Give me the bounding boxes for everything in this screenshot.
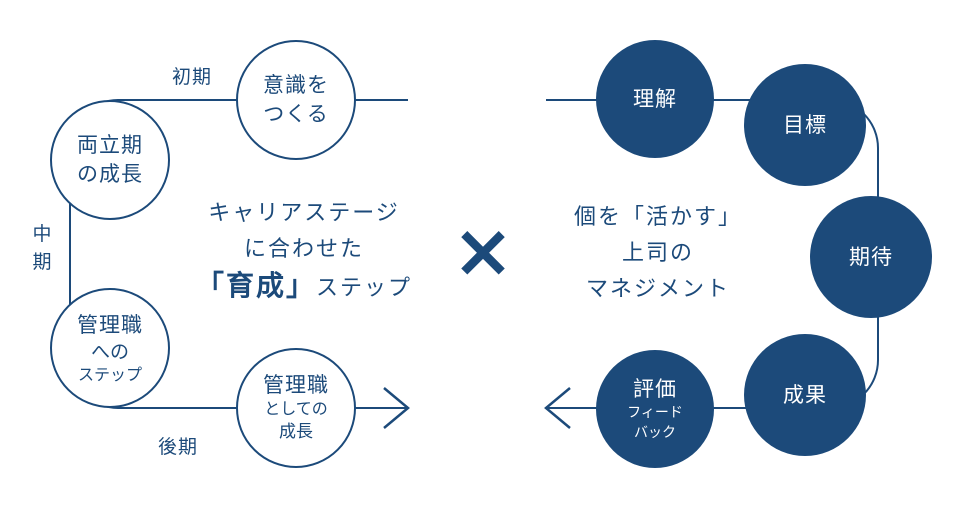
right-arrowhead bbox=[383, 387, 410, 429]
left-arrowhead bbox=[544, 387, 571, 429]
circle-toward-line: 管理職 bbox=[77, 312, 143, 337]
circle-balance-line: の成長 bbox=[77, 162, 143, 186]
circle-goal: 目標 bbox=[744, 64, 866, 186]
circle-expectation: 期待 bbox=[810, 196, 932, 318]
circle-goal-label: 目標 bbox=[783, 113, 827, 137]
growth-step-line: に合わせた bbox=[243, 237, 364, 262]
circle-evaluation-label: 評価 bbox=[633, 377, 677, 401]
circle-result: 成果 bbox=[744, 334, 866, 456]
circle-growth-line: 成長 bbox=[279, 422, 313, 442]
circle-toward-he: へ bbox=[90, 340, 110, 363]
label-mid-char: 期 bbox=[32, 251, 52, 273]
growth-step-line: 「育成」ステップ bbox=[188, 268, 420, 307]
circle-result-label: 成果 bbox=[783, 383, 827, 407]
circle-toward-manager: 管理職 への ステップ bbox=[50, 288, 170, 408]
growth-step-text: キャリアステージ に合わせた 「育成」ステップ bbox=[188, 196, 420, 307]
growth-emphasis: 「育成」 bbox=[195, 269, 316, 302]
growth-step-rest: ステップ bbox=[316, 276, 413, 301]
circle-growth-line: としての bbox=[264, 399, 328, 418]
circle-awareness: 意識を つくる bbox=[236, 40, 356, 160]
manager-line: マネジメント bbox=[585, 277, 730, 302]
circle-expectation-label: 期待 bbox=[849, 245, 893, 269]
label-early: 初期 bbox=[172, 66, 213, 88]
circle-feedback-line: フィード bbox=[627, 405, 683, 421]
manager-emphasis: 「活かす」 bbox=[622, 205, 743, 230]
circle-awareness-line: つくる bbox=[263, 102, 329, 126]
label-mid-char: 中 bbox=[32, 223, 52, 245]
circle-toward-line: ステップ bbox=[77, 364, 142, 384]
manager-line: 個を「活かす」 bbox=[548, 200, 768, 236]
cross-icon: × bbox=[452, 208, 515, 294]
circle-awareness-line: 意識を bbox=[263, 73, 329, 97]
manager-line: 上司の bbox=[621, 241, 694, 266]
circle-balance-line: 両立期 bbox=[77, 133, 143, 157]
label-mid: 中 期 bbox=[30, 220, 54, 276]
circle-feedback-line: バック bbox=[634, 425, 676, 441]
circle-growth-manager: 管理職 としての 成長 bbox=[236, 348, 356, 468]
manager-text: 個を「活かす」 上司の マネジメント bbox=[548, 200, 768, 308]
circle-understanding-label: 理解 bbox=[633, 87, 677, 111]
circle-toward-line: への bbox=[91, 340, 129, 364]
label-late: 後期 bbox=[158, 436, 199, 458]
circle-balance-growth: 両立期 の成長 bbox=[50, 100, 170, 220]
growth-step-line: キャリアステージ bbox=[208, 201, 400, 226]
circle-evaluation-feedback: 評価 フィード バック bbox=[596, 350, 714, 468]
circle-growth-line: 管理職 bbox=[263, 373, 329, 397]
manager-line-pre: 個を bbox=[573, 205, 622, 230]
circle-toward-no: の bbox=[110, 340, 130, 363]
circle-understanding: 理解 bbox=[596, 40, 714, 158]
